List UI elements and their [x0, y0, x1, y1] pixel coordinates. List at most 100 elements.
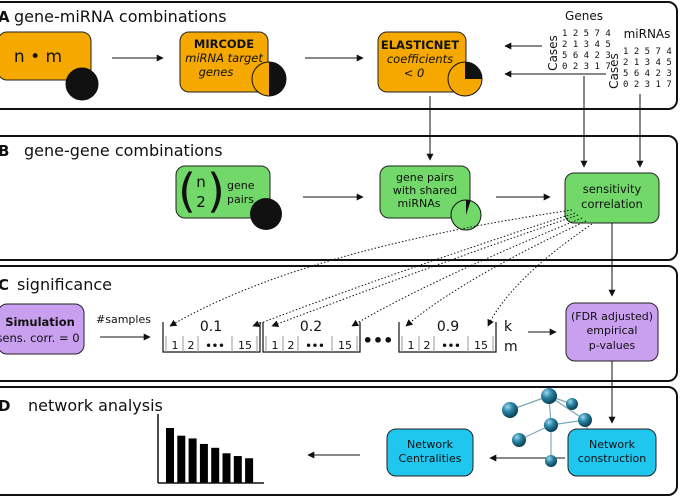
nm-pie — [65, 67, 99, 101]
genes-row-1: 1 2 5 7 4 — [562, 29, 611, 39]
dotted-arrows — [169, 209, 593, 328]
sim-group-cell-ellipsis: ••• — [205, 341, 224, 352]
mirnas-row-1: 1 2 5 7 4 — [623, 47, 672, 57]
network-node-ball — [545, 455, 557, 467]
centrality-chart — [157, 414, 264, 484]
pie-slice — [269, 62, 286, 96]
simulation-title: Simulation — [5, 315, 75, 329]
chart-bar — [211, 447, 220, 483]
panel-a-frame — [0, 1, 678, 110]
sim-group-bracket — [162, 322, 261, 353]
nm-node: n • m — [0, 31, 99, 101]
simulation-box — [0, 303, 85, 355]
simulation-node: Simulation sens. corr. = 0 — [0, 303, 85, 355]
sim-group-value: 0.1 — [200, 319, 222, 335]
panel-b-frame — [0, 135, 678, 261]
centralities-line2: Centralities — [399, 452, 462, 465]
chart-bar — [233, 456, 242, 483]
sim-group-cell-ellipsis: ••• — [305, 341, 324, 352]
elasticnet-line2: < 0 — [404, 66, 425, 80]
nm-box — [0, 31, 92, 81]
sensitivity-line2: correlation — [581, 197, 643, 211]
chart-bar — [199, 443, 208, 483]
panel-a: A gene-miRNA combinations n • m MIRCODE … — [0, 1, 678, 110]
mircode-line1: miRNA target — [185, 51, 263, 65]
sim-group-cell-lines — [265, 336, 358, 352]
genes-matrix: Genes Cases 1 2 5 7 4 2 1 3 4 5 5 6 4 2 … — [546, 9, 611, 72]
sim-group-value: 0.9 — [437, 319, 459, 335]
mirnas-row-2: 2 1 3 4 5 — [623, 58, 672, 68]
dotted-arrow-group3 — [405, 220, 587, 327]
sim-group-1: 0.1 1 2 ••• 15 — [162, 319, 261, 353]
network-node-ball — [544, 418, 558, 432]
shared-mirnas-box — [379, 165, 471, 219]
genes-matrix-title: Genes — [565, 9, 603, 23]
sim-group-cell: 2 — [424, 339, 431, 352]
chart-bar — [245, 458, 254, 483]
fdr-line2: empirical — [587, 324, 638, 337]
chart-bar — [188, 438, 197, 483]
mircode-node: MIRCODE miRNA target genes — [179, 31, 287, 97]
shared-line3: miRNAs — [398, 197, 441, 210]
binom-left-paren: ( — [178, 164, 196, 218]
genes-matrix-axis: Cases — [546, 35, 560, 71]
sensitivity-node: sensitivity correlation — [564, 172, 660, 224]
construction-node: Network construction — [567, 428, 657, 477]
network-node-ball — [578, 413, 592, 427]
genes-row-3: 5 6 4 2 3 — [562, 51, 611, 61]
binom-bottom: 2 — [196, 193, 206, 211]
simulation-subtitle: sens. corr. = 0 — [0, 331, 80, 345]
mirnas-matrix-title: miRNAs — [624, 27, 671, 41]
dotted-arrow-group2 — [271, 214, 579, 328]
mirnas-row-4: 0 2 3 1 7 — [623, 80, 672, 90]
nm-label: n • m — [14, 47, 62, 67]
fdr-node: (FDR adjusted) empirical p-values — [565, 302, 659, 362]
dotted-arrow-group3-end — [487, 223, 593, 327]
shared-mirnas-node: gene pairs with shared miRNAs — [379, 165, 482, 231]
dotted-arrow-group1-end — [252, 212, 576, 328]
construction-line2: construction — [578, 452, 646, 465]
dotted-arrow-group1 — [169, 209, 573, 327]
centralities-box — [386, 428, 474, 477]
shared-mirnas-pie — [450, 199, 482, 231]
network-node-ball — [502, 402, 518, 418]
elasticnet-pie — [447, 61, 483, 97]
sim-group-cell: 15 — [238, 339, 252, 352]
panel-d-title: network analysis — [28, 396, 163, 415]
elasticnet-line1: coefficients — [387, 52, 453, 66]
panel-c-title: significance — [17, 275, 112, 294]
sim-group-bracket — [398, 322, 497, 353]
dotted-arrow-group2-end — [351, 217, 583, 327]
construction-line1: Network — [589, 438, 636, 451]
sim-group-cell: 15 — [338, 339, 352, 352]
panel-c-letter: C — [0, 276, 9, 294]
mircode-title: MIRCODE — [194, 37, 254, 51]
fdr-line1: (FDR adjusted) — [571, 310, 653, 323]
sim-param-m: m — [504, 339, 518, 355]
sim-group-cell: 1 — [272, 339, 279, 352]
chart-bars — [166, 428, 254, 483]
mircode-line2: genes — [199, 65, 234, 79]
sim-group-cell-lines — [165, 336, 258, 352]
mirnas-matrix: miRNAs Cases 1 2 5 7 4 2 1 3 4 5 5 6 4 2… — [607, 27, 672, 90]
elasticnet-title: ELASTICNET — [381, 38, 459, 52]
panel-a-title: gene-miRNA combinations — [14, 7, 227, 26]
chart-bar — [222, 453, 231, 483]
pie-slice — [465, 62, 482, 79]
construction-box — [567, 428, 657, 477]
sim-group-2: 0.2 1 2 ••• 15 — [262, 319, 361, 353]
binom-right-paren: ) — [207, 164, 225, 218]
sim-group-cell: 1 — [408, 339, 415, 352]
sim-group-cell: 15 — [474, 339, 488, 352]
panel-d: D network analysis Network Centralities — [0, 386, 678, 496]
sim-group-cell: 2 — [288, 339, 295, 352]
panel-d-letter: D — [0, 397, 10, 415]
elasticnet-node: ELASTICNET coefficients < 0 — [377, 31, 483, 97]
gene-pairs-label1: gene — [227, 179, 255, 192]
sim-group-cell-lines — [401, 336, 494, 352]
gene-pairs-label2: pairs — [227, 193, 254, 206]
sim-group-bracket — [262, 322, 361, 353]
samples-label: #samples — [96, 313, 151, 326]
shared-line2: with shared — [393, 184, 457, 197]
